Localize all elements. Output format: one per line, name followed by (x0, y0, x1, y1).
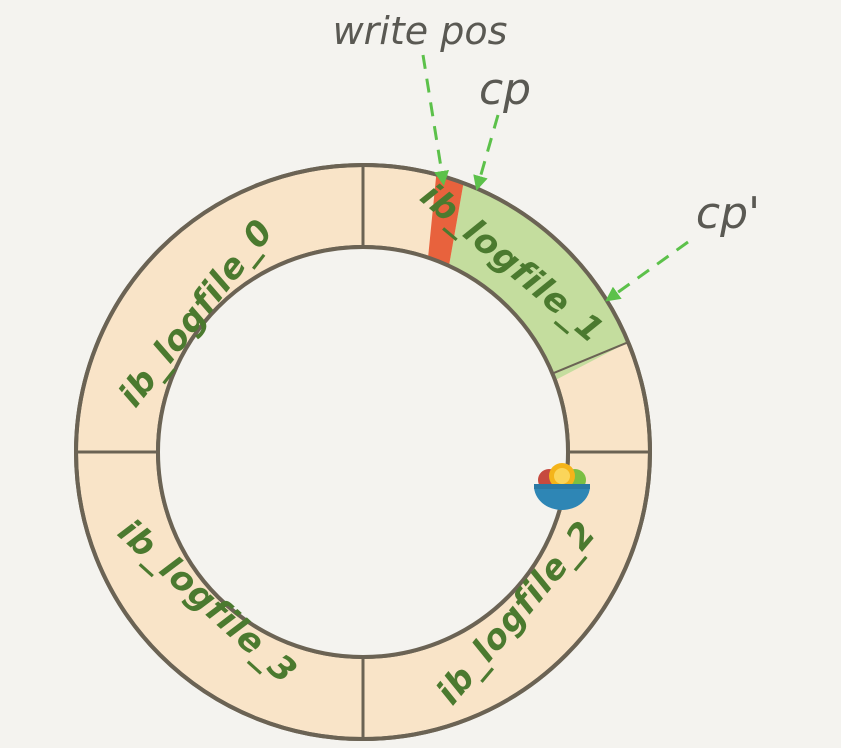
write-pos-label: write pos (333, 9, 508, 53)
write-pos-arrow (421, 54, 449, 186)
cp-prime-arrow (605, 240, 689, 302)
cp-arrow (473, 114, 500, 191)
cp-label: cp (479, 64, 531, 115)
divider-cp-prime (552, 341, 629, 375)
write-region (428, 174, 464, 266)
cp-prime-label: cp' (696, 188, 760, 239)
fruit-bowl-icon (534, 463, 590, 510)
checkpoint-region (448, 183, 629, 381)
